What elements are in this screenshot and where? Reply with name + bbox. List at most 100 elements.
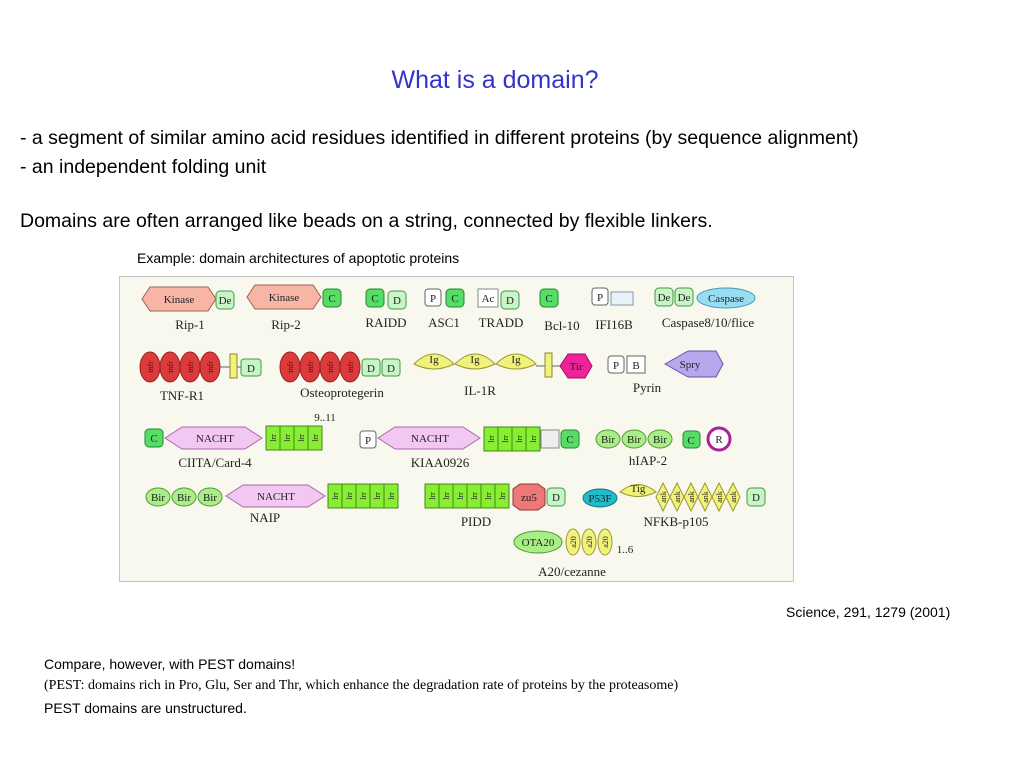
- lrr-label: lrr: [373, 492, 382, 500]
- card-domain: [365, 288, 385, 308]
- lrr-label: lrr: [442, 492, 451, 500]
- p-label: P: [365, 435, 371, 447]
- protein-label-ciita: CIITA/Card-4: [178, 455, 252, 470]
- tig-domain: [619, 484, 657, 497]
- definition-bullet-2: - an independent folding unit: [20, 156, 267, 178]
- lrr-domain: [307, 425, 323, 451]
- d-label: D: [552, 492, 560, 504]
- tir-label: Tir: [569, 361, 582, 373]
- ankyrin-repeat: [725, 481, 741, 513]
- tnfr-label: tnfr: [286, 361, 295, 373]
- a20-zinc-finger: [597, 528, 613, 556]
- lrr-label: lrr: [359, 492, 368, 500]
- protein-label-rip-1: Rip-1: [175, 317, 205, 332]
- ig-domain: [495, 353, 537, 370]
- ank-label: ank: [687, 491, 696, 503]
- protein-label-kiaa0926: KIAA0926: [411, 455, 470, 470]
- p53-fold-domain: [582, 488, 618, 508]
- death-domain: [361, 358, 381, 377]
- bir-label: Bir: [653, 434, 667, 446]
- protein-label-raidd: RAIDD: [365, 315, 406, 330]
- bir-label: Bir: [151, 492, 165, 504]
- lrr-label: lrr: [484, 492, 493, 500]
- caspase-label: Caspase: [708, 293, 744, 305]
- slide-title: What is a domain?: [391, 66, 599, 94]
- d-label: D: [387, 363, 395, 375]
- lrr-label: lrr: [501, 435, 510, 443]
- tnfr-label: tnfr: [306, 361, 315, 373]
- tnfr-label: tnfr: [186, 361, 195, 373]
- lrr-label: lrr: [529, 435, 538, 443]
- tig-label: Tig: [631, 483, 646, 495]
- bir-domain: [595, 429, 621, 449]
- lrr-label: lrr: [345, 492, 354, 500]
- protein-label-rip-2: Rip-2: [271, 317, 301, 332]
- pest-note-unstructured: PEST domains are unstructured.: [44, 700, 247, 716]
- lrr-label: lrr: [311, 434, 320, 442]
- card-domain: [144, 428, 164, 448]
- d-label: D: [367, 363, 375, 375]
- linker-region: [540, 429, 560, 449]
- tnfr-label: tnfr: [346, 361, 355, 373]
- tnfr-label: tnfr: [326, 361, 335, 373]
- kinase-label: Kinase: [269, 292, 300, 304]
- p53f-label: P53F: [588, 493, 611, 505]
- c-label: C: [687, 435, 694, 447]
- tnfr-domain: [339, 351, 361, 383]
- protein-label-hiap-2: hIAP-2: [629, 453, 667, 468]
- kinase-domain: [246, 284, 322, 310]
- c-label: C: [545, 293, 552, 305]
- a20-label: a20: [569, 536, 578, 548]
- a20-label: a20: [585, 536, 594, 548]
- transmembrane-segment: [544, 352, 553, 378]
- c-label: C: [371, 293, 378, 305]
- repeat-count-label: 1..6: [617, 544, 634, 556]
- ank-label: ank: [673, 491, 682, 503]
- lrr-label: lrr: [470, 492, 479, 500]
- death-domain: [500, 290, 520, 310]
- pyrin-domain: [359, 430, 377, 449]
- bir-label: Bir: [601, 434, 615, 446]
- tradd-n-domain: [477, 288, 499, 308]
- d-label: D: [393, 295, 401, 307]
- d-label: D: [752, 492, 760, 504]
- ank-label: ank: [729, 491, 738, 503]
- tnfr-label: tnfr: [146, 361, 155, 373]
- protein-label-pyrin: Pyrin: [633, 380, 662, 395]
- protein-label-caspase: Caspase8/10/flice: [662, 315, 755, 330]
- death-effector-domain: [215, 290, 235, 310]
- lrr-label: lrr: [283, 434, 292, 442]
- death-domain: [746, 487, 766, 507]
- definition-bullet-1: - a segment of similar amino acid residu…: [20, 127, 859, 149]
- ig-label: Ig: [470, 354, 480, 366]
- pyrin-domain: [424, 288, 442, 307]
- death-domain: [381, 358, 401, 377]
- lrr-label: lrr: [456, 492, 465, 500]
- domain-architecture-figure: Kinase De Rip-1 Kinase C Rip-2 C D RAIDD…: [119, 276, 794, 582]
- ac-label: Ac: [482, 293, 495, 305]
- p-label: P: [597, 292, 603, 304]
- lrr-domain: [383, 483, 399, 509]
- de-label: De: [678, 292, 691, 304]
- de-label: De: [219, 295, 232, 307]
- bir-domain: [621, 429, 647, 449]
- hin-domain: [610, 291, 634, 306]
- ring-domain: [706, 426, 732, 452]
- protein-label-naip: NAIP: [250, 510, 280, 525]
- nacht-domain: [225, 484, 326, 508]
- nacht-domain: [164, 426, 263, 450]
- ota20-label: OTA20: [522, 537, 555, 549]
- protein-label-asc1: ASC1: [428, 315, 460, 330]
- statement-text: Domains are often arranged like beads on…: [20, 210, 713, 232]
- lrr-label: lrr: [487, 435, 496, 443]
- lrr-label: lrr: [387, 492, 396, 500]
- bir-domain: [197, 487, 223, 507]
- lrr-label: lrr: [297, 434, 306, 442]
- card-domain: [682, 430, 701, 449]
- nacht-label: NACHT: [257, 491, 295, 503]
- zu5-domain: [512, 483, 546, 511]
- lrr-domain: [525, 426, 541, 452]
- pest-note-heading: Compare, however, with PEST domains!: [44, 656, 296, 672]
- zu5-label: zu5: [521, 492, 537, 504]
- ig-label: Ig: [429, 354, 439, 366]
